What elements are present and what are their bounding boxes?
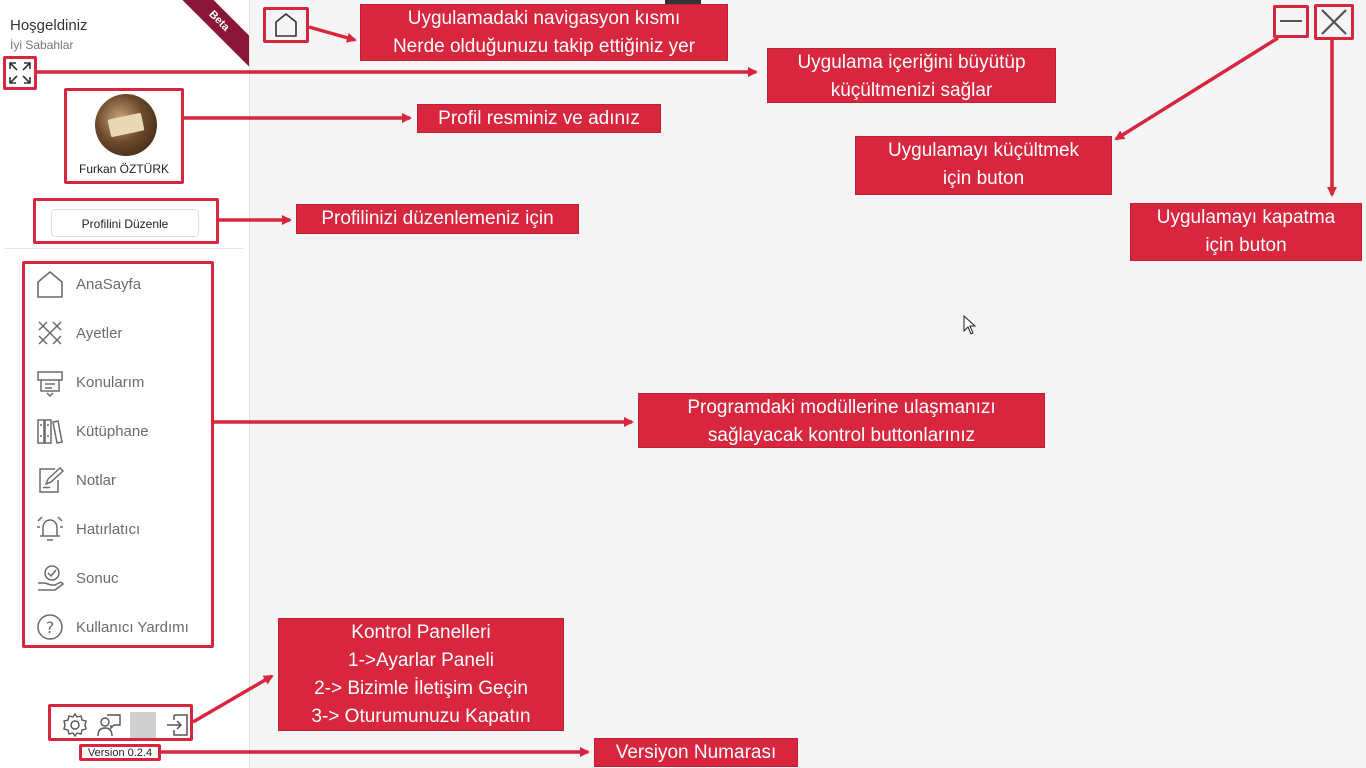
- home-icon: [37, 271, 63, 298]
- nav-item-ayetler[interactable]: Ayetler: [35, 315, 210, 351]
- nav-label: AnaSayfa: [76, 275, 142, 293]
- nav-label: Kütüphane: [76, 422, 149, 440]
- arrow-minimize: [1114, 36, 1279, 141]
- callout-control-panels: Kontrol Panelleri 1->Ayarlar Paneli 2-> …: [278, 618, 564, 731]
- callout-text: Programdaki modüllerine ulaşmanızı: [687, 397, 996, 418]
- callout-minimize: Uygulamayı küçültmek için buton: [855, 136, 1112, 195]
- callout-text: için buton: [942, 168, 1025, 189]
- nav-label: Hatırlatıcı: [76, 520, 141, 538]
- quran-icon: [38, 321, 62, 345]
- edit-profile-highlight: Profilini Düzenle: [33, 198, 219, 244]
- close-button[interactable]: [1314, 4, 1354, 40]
- callout-text: Versiyon Numarası: [615, 742, 777, 763]
- svg-text:?: ?: [46, 618, 55, 637]
- minimize-button[interactable]: [1273, 5, 1309, 38]
- gear-icon[interactable]: [62, 712, 88, 738]
- greeting-title: Hoşgeldiniz: [10, 17, 88, 34]
- nav-item-notlar[interactable]: Notlar: [35, 462, 210, 498]
- edit-profile-button[interactable]: Profilini Düzenle: [51, 209, 199, 237]
- sidebar: Hoşgeldiniz İyi Sabahlar Beta Furkan ÖZT…: [0, 0, 250, 768]
- callout-text: Profilinizi düzenlemeniz için: [321, 208, 554, 229]
- notes-icon: [39, 466, 65, 493]
- home-icon: [275, 13, 297, 37]
- beta-ribbon: Beta: [168, 0, 249, 72]
- top-indicator: [665, 0, 701, 5]
- callout-text: küçültmenizi sağlar: [830, 80, 993, 101]
- callout-text: sağlayacak kontrol buttonlarınız: [707, 425, 976, 446]
- nav-label: Konularım: [76, 373, 145, 391]
- callout-text: 2-> Bizimle İletişim Geçin: [314, 678, 528, 699]
- result-icon: [38, 565, 64, 591]
- alarm-icon: [37, 516, 63, 541]
- version-label: Version 0.2.4: [79, 744, 161, 761]
- nav-label: Ayetler: [76, 324, 123, 342]
- callout-text: 3-> Oturumunuzu Kapatın: [311, 706, 531, 727]
- callout-text: Uygulamayı kapatma: [1156, 207, 1336, 228]
- avatar[interactable]: [95, 94, 157, 156]
- callout-text: 1->Ayarlar Paneli: [348, 650, 494, 671]
- help-icon: ?: [37, 614, 63, 640]
- callout-text: Uygulamayı küçültmek: [887, 140, 1080, 161]
- divider: [5, 248, 243, 249]
- nav-label: Kullanıcı Yardımı: [76, 618, 189, 636]
- callout-profile: Profil resminiz ve adınız: [417, 104, 661, 133]
- callout-close: Uygulamayı kapatma için buton: [1130, 203, 1362, 261]
- breadcrumb-home-button[interactable]: [263, 7, 309, 43]
- callout-zoom: Uygulama içeriğini büyütüp küçültmenizi …: [767, 48, 1056, 103]
- callout-edit-profile: Profilinizi düzenlemeniz için: [296, 204, 579, 234]
- callout-navigation: Uygulamadaki navigasyon kısmı Nerde oldu…: [360, 4, 728, 61]
- callout-modules: Programdaki modüllerine ulaşmanızı sağla…: [638, 393, 1045, 448]
- minimize-icon: [1280, 20, 1302, 22]
- expand-icon: [9, 62, 31, 84]
- fullscreen-toggle-button[interactable]: [3, 56, 37, 90]
- callout-text: Uygulama içeriğini büyütüp: [797, 52, 1026, 73]
- arrow-navigation: [308, 25, 357, 43]
- profile-card: Furkan ÖZTÜRK: [64, 88, 184, 184]
- close-icon: [1321, 9, 1347, 35]
- callout-text: Profil resminiz ve adınız: [438, 108, 640, 129]
- topics-icon: [37, 371, 63, 397]
- callout-version: Versiyon Numarası: [594, 738, 798, 767]
- placeholder-icon[interactable]: [130, 712, 156, 738]
- greeting-subtitle: İyi Sabahlar: [10, 38, 74, 52]
- profile-name: Furkan ÖZTÜRK: [78, 162, 169, 176]
- callout-text: Kontrol Panelleri: [351, 622, 491, 643]
- nav-label: Sonuc: [76, 569, 119, 587]
- nav-item-hatirlatici[interactable]: Hatırlatıcı: [35, 511, 210, 547]
- logout-icon[interactable]: [164, 712, 190, 738]
- callout-text: Uygulamadaki navigasyon kısmı: [407, 8, 681, 29]
- callout-text: için buton: [1205, 235, 1287, 256]
- callout-text: Nerde olduğunuzu takip ettiğiniz yer: [392, 36, 696, 57]
- nav-item-kutuphane[interactable]: Kütüphane: [35, 413, 210, 449]
- nav-item-konularim[interactable]: Konularım: [35, 364, 210, 400]
- mouse-cursor-icon: [963, 315, 977, 335]
- nav-label: Notlar: [76, 471, 117, 489]
- nav-item-anasayfa[interactable]: AnaSayfa: [35, 266, 210, 302]
- contact-icon[interactable]: [96, 712, 122, 738]
- nav-item-sonuc[interactable]: Sonuc: [35, 560, 210, 596]
- library-icon: [37, 419, 63, 444]
- nav-item-kullanici-yardimi[interactable]: ? Kullanıcı Yardımı: [35, 609, 210, 645]
- main-nav: AnaSayfa Ayetler Konularım Kütüphane Not…: [22, 261, 214, 648]
- control-panel-bar: [48, 704, 193, 741]
